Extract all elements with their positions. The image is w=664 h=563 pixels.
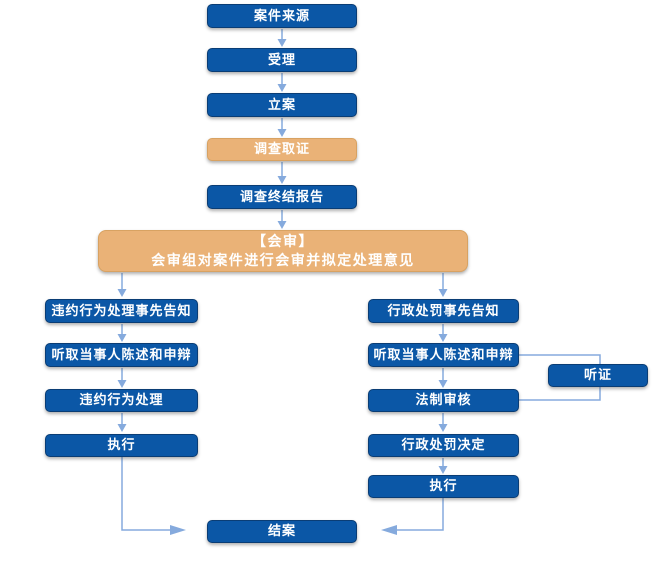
node-acceptance: 受理 [207, 48, 357, 72]
node-penalty-notice: 行政处罚事先告知 [368, 299, 519, 323]
joint-review-subtitle: 会审组对案件进行会审并拟定处理意见 [151, 252, 415, 268]
node-case-closed: 结案 [207, 520, 357, 543]
node-breach-handling: 违约行为处理 [45, 389, 198, 412]
node-joint-review: 【会审】 会审组对案件进行会审并拟定处理意见 [98, 230, 468, 272]
node-investigation: 调查取证 [207, 138, 357, 161]
node-legal-review: 法制审核 [368, 389, 519, 412]
node-case-source: 案件来源 [207, 4, 357, 28]
node-penalty-hearing: 听取当事人陈述和申辩 [368, 343, 519, 367]
node-investigation-report: 调查终结报告 [207, 185, 357, 209]
node-filing: 立案 [207, 93, 357, 117]
node-breach-execution: 执行 [45, 434, 198, 457]
joint-review-title: 【会审】 [252, 233, 314, 250]
node-penalty-execution: 执行 [368, 475, 519, 498]
node-breach-notice: 违约行为处理事先告知 [45, 299, 198, 323]
node-hearing: 听证 [548, 364, 648, 387]
node-breach-hearing: 听取当事人陈述和申辩 [45, 343, 198, 367]
node-penalty-decision: 行政处罚决定 [368, 434, 519, 457]
